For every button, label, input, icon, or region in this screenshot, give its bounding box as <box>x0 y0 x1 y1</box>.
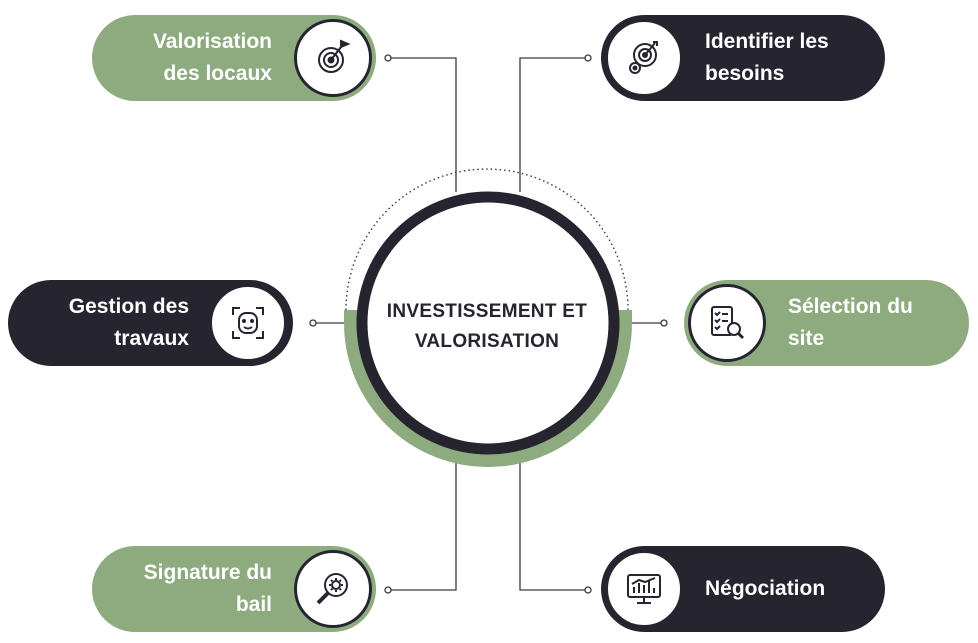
face-scan-icon <box>209 284 287 362</box>
node-label: Sélection du site <box>788 295 913 350</box>
node-label: Valorisation des locaux <box>152 30 272 85</box>
node-label: Identifier les besoins <box>705 30 829 85</box>
magnifier-gear-icon <box>294 550 372 628</box>
node-label: Gestion des travaux <box>68 295 189 350</box>
center-circle <box>356 191 620 455</box>
node-label: Négociation <box>705 577 826 600</box>
target-gear-icon <box>605 19 683 97</box>
node-label: Signature du bail <box>143 561 272 616</box>
monitor-chart-icon <box>605 550 683 628</box>
checklist-search-icon <box>688 284 766 362</box>
center-title: INVESTISSEMENT ET VALORISATION <box>386 301 588 352</box>
target-flag-icon <box>294 19 372 97</box>
